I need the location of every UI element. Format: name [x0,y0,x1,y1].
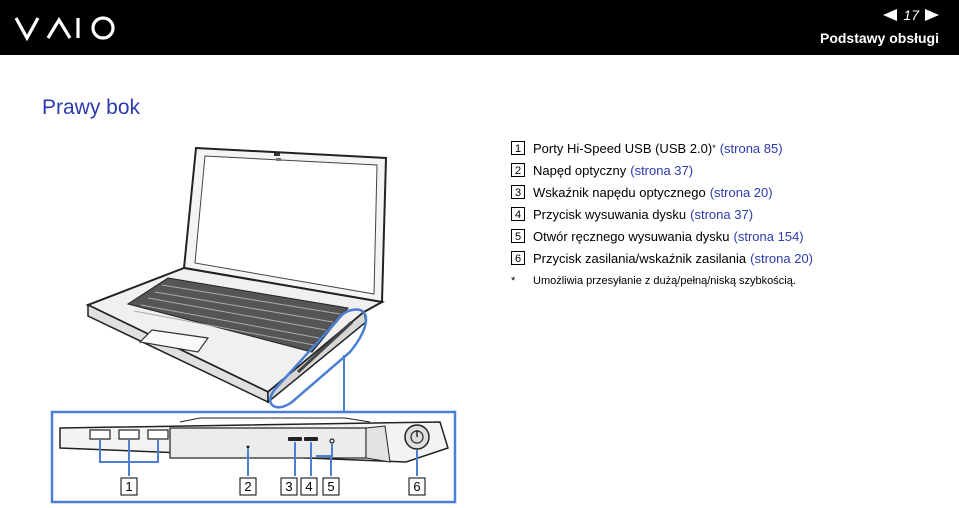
legend-item-3: 3 Wskaźnik napędu optycznego (strona 20) [511,181,813,203]
legend-text: Porty Hi-Speed USB (USB 2.0) [533,140,713,156]
svg-text:4: 4 [305,479,312,494]
laptop-base [85,266,385,404]
page-link[interactable]: (strona 20) [750,250,814,266]
callout-5: 5 [322,477,340,496]
legend-text: Przycisk wysuwania dysku [533,206,687,222]
svg-text:3: 3 [285,479,292,494]
usb-ports [89,429,169,440]
page-number: 17 [903,7,919,23]
page-link[interactable]: (strona 154) [733,228,804,244]
page-link[interactable]: (strona 85) [719,140,783,156]
legend-number: 5 [511,229,525,243]
legend-number: 2 [511,163,525,177]
page-link[interactable]: (strona 20) [709,184,773,200]
page-link[interactable]: (strona 37) [690,206,754,222]
legend-list: 1 Porty Hi-Speed USB (USB 2.0) * (strona… [511,137,813,291]
svg-text:5: 5 [327,479,334,494]
legend-item-4: 4 Przycisk wysuwania dysku (strona 37) [511,203,813,225]
laptop-lid [182,146,388,304]
legend-item-2: 2 Napęd optyczny (strona 37) [511,159,813,181]
legend-text: Otwór ręcznego wysuwania dysku [533,228,730,244]
legend-number: 6 [511,251,525,265]
callout-2: 2 [239,477,257,496]
legend-text: Napęd optyczny [533,162,627,178]
section-title: Podstawy obsługi [819,30,939,46]
prev-page-arrow-icon[interactable] [883,9,898,21]
page-header: 17 Podstawy obsługi [0,0,959,55]
svg-text:1: 1 [125,479,132,494]
legend-number: 4 [511,207,525,221]
legend-text: Wskaźnik napędu optycznego [533,184,706,200]
vaio-logo [14,16,115,41]
legend-item-5: 5 Otwór ręcznego wysuwania dysku (strona… [511,225,813,247]
page-navigation: 17 [883,7,939,23]
next-page-arrow-icon[interactable] [925,9,939,21]
page-link[interactable]: (strona 37) [630,162,694,178]
legend-number: 3 [511,185,525,199]
svg-text:6: 6 [413,479,420,494]
callout-4: 4 [300,477,318,496]
legend-number: 1 [511,141,525,155]
page-title: Prawy bok [42,96,141,119]
power-icon [404,424,430,450]
callout-3: 3 [280,477,298,496]
footnote-marker: * [712,143,716,153]
legend-item-1: 1 Porty Hi-Speed USB (USB 2.0) * (strona… [511,137,813,159]
legend-text: Przycisk zasilania/wskaźnik zasilania [533,250,747,266]
callout-1: 1 [120,477,138,496]
callout-6: 6 [408,477,426,496]
footnote: * Umożliwia przesyłanie z dużą/pełną/nis… [511,271,813,291]
footnote-star: * [511,275,516,287]
legend-item-6: 6 Przycisk zasilania/wskaźnik zasilania … [511,247,813,269]
svg-text:2: 2 [244,479,251,494]
highlight-outline [269,308,368,409]
footnote-text: Umożliwia przesyłanie z dużą/pełną/niską… [533,275,796,287]
